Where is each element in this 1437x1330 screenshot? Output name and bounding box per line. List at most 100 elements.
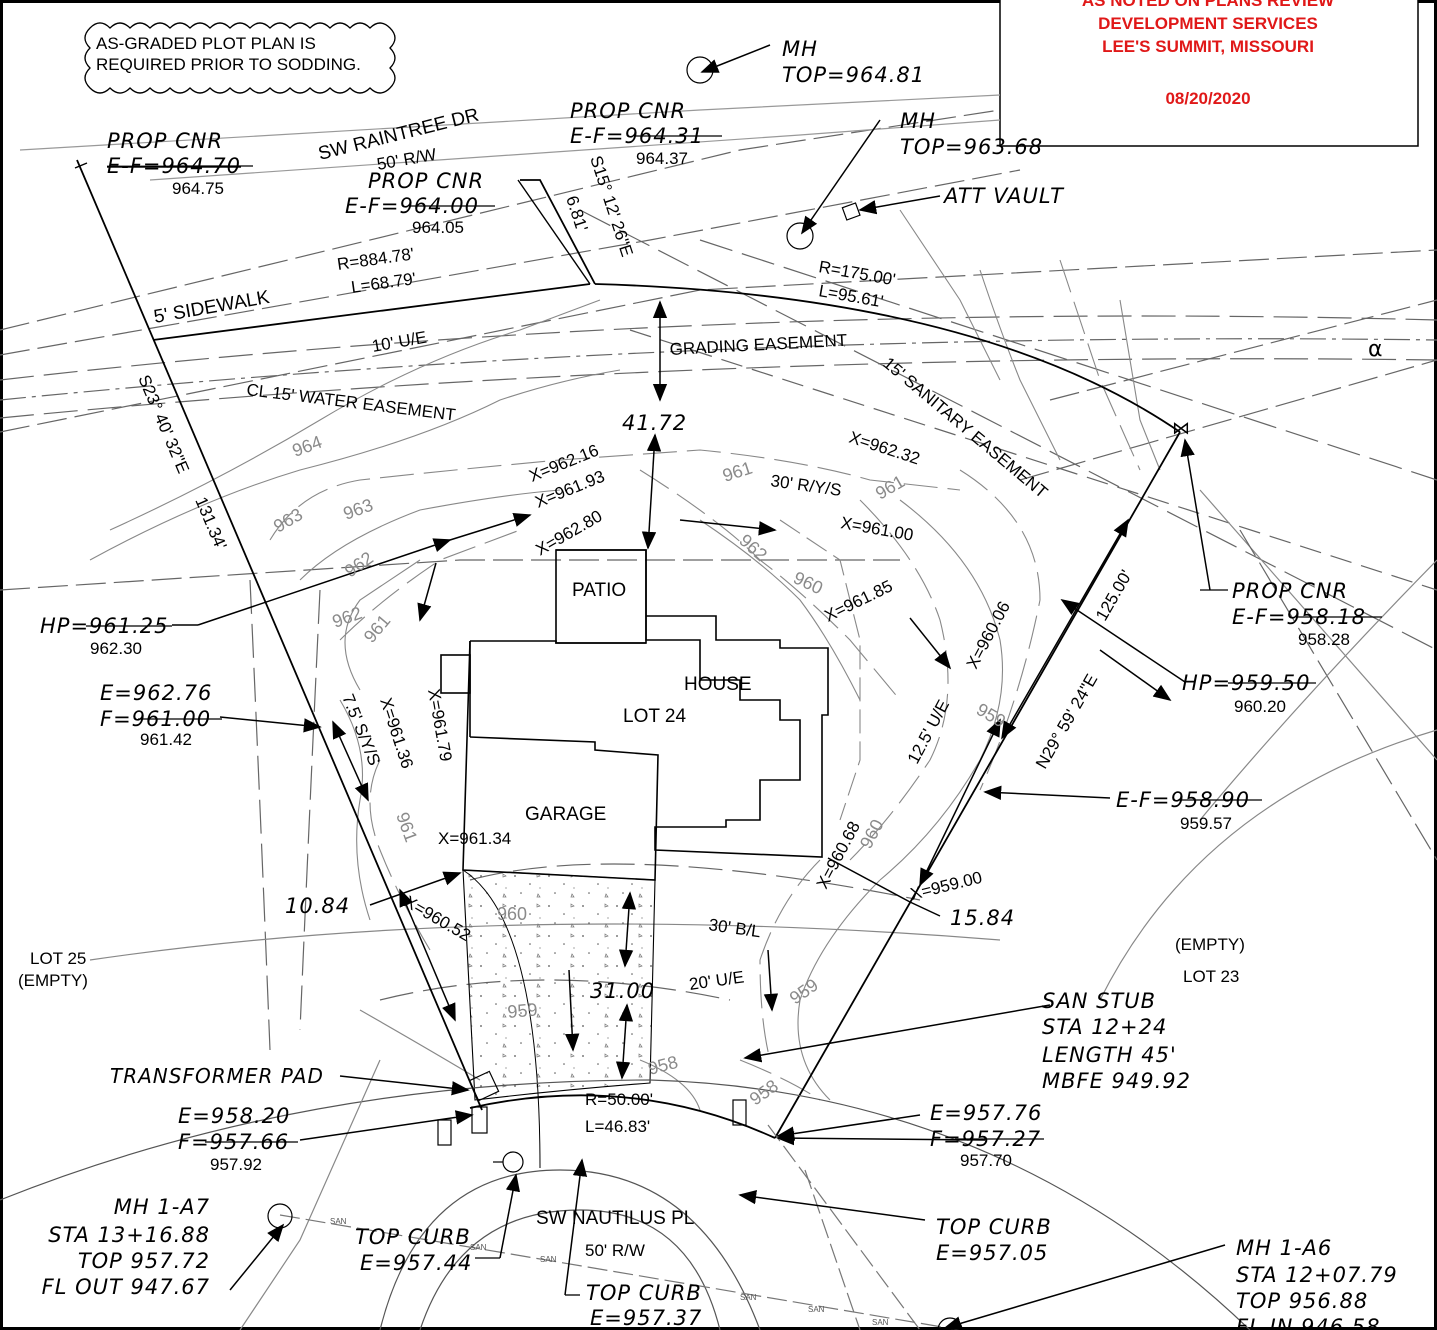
top-curb-b-label: TOP CURB xyxy=(586,1281,702,1305)
contour-962-b: 962 xyxy=(330,603,365,632)
electric-box-icon xyxy=(437,1119,452,1146)
lot-23-status: (EMPTY) xyxy=(1175,935,1245,954)
san-tag-5: SAN xyxy=(808,1305,825,1314)
mh-a6-top: TOP 956.88 xyxy=(1236,1289,1368,1313)
curve-north-l: L=68.79' xyxy=(350,269,417,297)
ef-sw-new: 957.92 xyxy=(210,1155,262,1174)
driveway xyxy=(462,869,656,1101)
mh-top2-label: MH xyxy=(900,109,936,133)
mh-a6-name: MH 1-A6 xyxy=(1236,1236,1332,1260)
san-stub-length: LENGTH 45' xyxy=(1042,1043,1177,1067)
contour-959-c: 959 xyxy=(786,975,822,1009)
san-tag-2: SAN xyxy=(470,1243,487,1252)
easement-lines xyxy=(0,94,1437,1081)
stamp-line1: AS NOTED ON PLANS REVIEW xyxy=(1082,0,1335,10)
easement-grading: GRADING EASEMENT xyxy=(669,331,847,359)
contour-959-a: 959 xyxy=(973,699,1009,731)
san-stub-sta: STA 12+24 xyxy=(1042,1015,1167,1039)
bearing-west: S23° 40' 32"E xyxy=(134,372,192,476)
cloud-note-line1: AS-GRADED PLOT PLAN IS xyxy=(96,34,316,53)
ef-west-e: E=962.76 xyxy=(100,681,212,705)
lot-25-label: LOT 25 xyxy=(30,949,86,968)
lot-25-status: (EMPTY) xyxy=(18,971,88,990)
bearing-north-short-length: 6.81' xyxy=(562,193,591,233)
drive-edge xyxy=(462,869,541,1169)
stamp-line2: DEVELOPMENT SERVICES xyxy=(1098,14,1318,33)
top-curb-c-value: E=957.05 xyxy=(936,1241,1048,1265)
corner-nw-label: PROP CNR xyxy=(107,129,223,153)
garage-label: GARAGE xyxy=(525,804,606,825)
dim-drive: 31.00 xyxy=(590,979,655,1003)
stamp-date: 08/20/2020 xyxy=(1165,89,1250,108)
alpha-symbol-icon: α xyxy=(1368,337,1383,362)
spot-x6: X=961.85 xyxy=(821,576,895,625)
san-tag-3: SAN xyxy=(540,1255,557,1264)
bearing-west-length: 131.34' xyxy=(191,494,230,552)
ef-sw-e: E=958.20 xyxy=(178,1104,290,1128)
contour-962-a: 962 xyxy=(341,548,377,582)
dim-left: 10.84 xyxy=(285,894,350,918)
curve-south-l: L=46.83' xyxy=(585,1117,650,1136)
cul-de-sac xyxy=(0,559,1437,1330)
top-curb-a-value: E=957.44 xyxy=(360,1251,472,1275)
contour-958-b: 958 xyxy=(746,1076,782,1110)
contour-961-c: 961 xyxy=(872,471,908,503)
top-curb-a-label: TOP CURB xyxy=(355,1225,471,1249)
mh-top2-elev: TOP=963.68 xyxy=(900,135,1043,159)
electric-box-icon xyxy=(732,1099,747,1126)
label-leaders xyxy=(74,162,591,285)
san-tag-6: SAN xyxy=(872,1318,889,1327)
spot-x12: X=960.68 xyxy=(813,818,864,892)
cloud-note: AS-GRADED PLOT PLAN IS REQUIRED PRIOR TO… xyxy=(84,22,396,94)
easement-water: CL 15' WATER EASEMENT xyxy=(246,380,457,425)
mh-top1-elev: TOP=964.81 xyxy=(782,63,925,87)
mh-a6-sta: STA 12+07.79 xyxy=(1236,1263,1398,1287)
contour-960-c: 960 xyxy=(497,904,527,924)
transformer-pad-icon xyxy=(468,1070,500,1102)
easement-ue12: 12.5' U/E xyxy=(904,697,953,767)
easement-rys: 30' R/Y/S xyxy=(769,471,842,500)
house-label: HOUSE xyxy=(684,674,752,695)
ef-se-new: 957.70 xyxy=(960,1151,1012,1170)
corner-n1-new: 964.05 xyxy=(412,218,464,237)
ef-se-e: E=957.76 xyxy=(930,1101,1042,1125)
corner-e-new: 958.28 xyxy=(1298,630,1350,649)
lot-24-label: LOT 24 xyxy=(623,706,686,727)
mh-top1-label: MH xyxy=(782,37,818,61)
spot-x3: X=962.80 xyxy=(533,506,606,559)
dimension-lines xyxy=(332,300,1129,1080)
easement-sanitary: 15' SANITARY EASEMENT xyxy=(879,354,1051,502)
san-tag-1: SAN xyxy=(330,1217,347,1226)
match-symbol-icon: ⋈ xyxy=(1172,418,1190,439)
stamp-line3: LEE'S SUMMIT, MISSOURI xyxy=(1102,37,1314,56)
ef-west-new: 961.42 xyxy=(140,730,192,749)
contour-961-b: 961 xyxy=(720,457,755,485)
ef-east-new: 959.57 xyxy=(1180,814,1232,833)
mh-a7-name: MH 1-A7 xyxy=(114,1195,210,1219)
hp-right-new: 960.20 xyxy=(1234,697,1286,716)
mh-a6-fl: FL IN 946.58 xyxy=(1236,1315,1381,1330)
spot-x13: X=959.00 xyxy=(908,868,984,904)
contour-963-b: 963 xyxy=(341,495,376,524)
dim-front: 41.72 xyxy=(622,411,687,435)
spot-x4: X=962.32 xyxy=(847,428,923,469)
transformer-label: TRANSFORMER PAD xyxy=(110,1064,324,1088)
top-curb-c-label: TOP CURB xyxy=(936,1215,1052,1239)
lot-23-label: LOT 23 xyxy=(1183,967,1239,986)
street-south-name: SW NAUTILUS PL xyxy=(536,1208,694,1229)
san-stub-mbfe: MBFE 949.92 xyxy=(1042,1069,1191,1093)
bearing-north-short: S15° 12' 26"E xyxy=(586,153,636,259)
vault-icon xyxy=(841,202,861,221)
dimension-15-84 xyxy=(827,857,911,903)
corner-n2-new: 964.37 xyxy=(636,149,688,168)
spot-x10: X=961.34 xyxy=(438,829,511,848)
contour-964: 964 xyxy=(290,432,325,461)
bearing-east: N29° 59' 24"E xyxy=(1032,671,1101,772)
easement-sidewalk: 5' SIDEWALK xyxy=(152,287,271,328)
corner-e-label: PROP CNR xyxy=(1232,579,1348,603)
top-curb-b-value: E=957.37 xyxy=(590,1306,702,1330)
spot-x8: X=961.79 xyxy=(424,687,455,762)
corner-n2-label: PROP CNR xyxy=(570,99,686,123)
